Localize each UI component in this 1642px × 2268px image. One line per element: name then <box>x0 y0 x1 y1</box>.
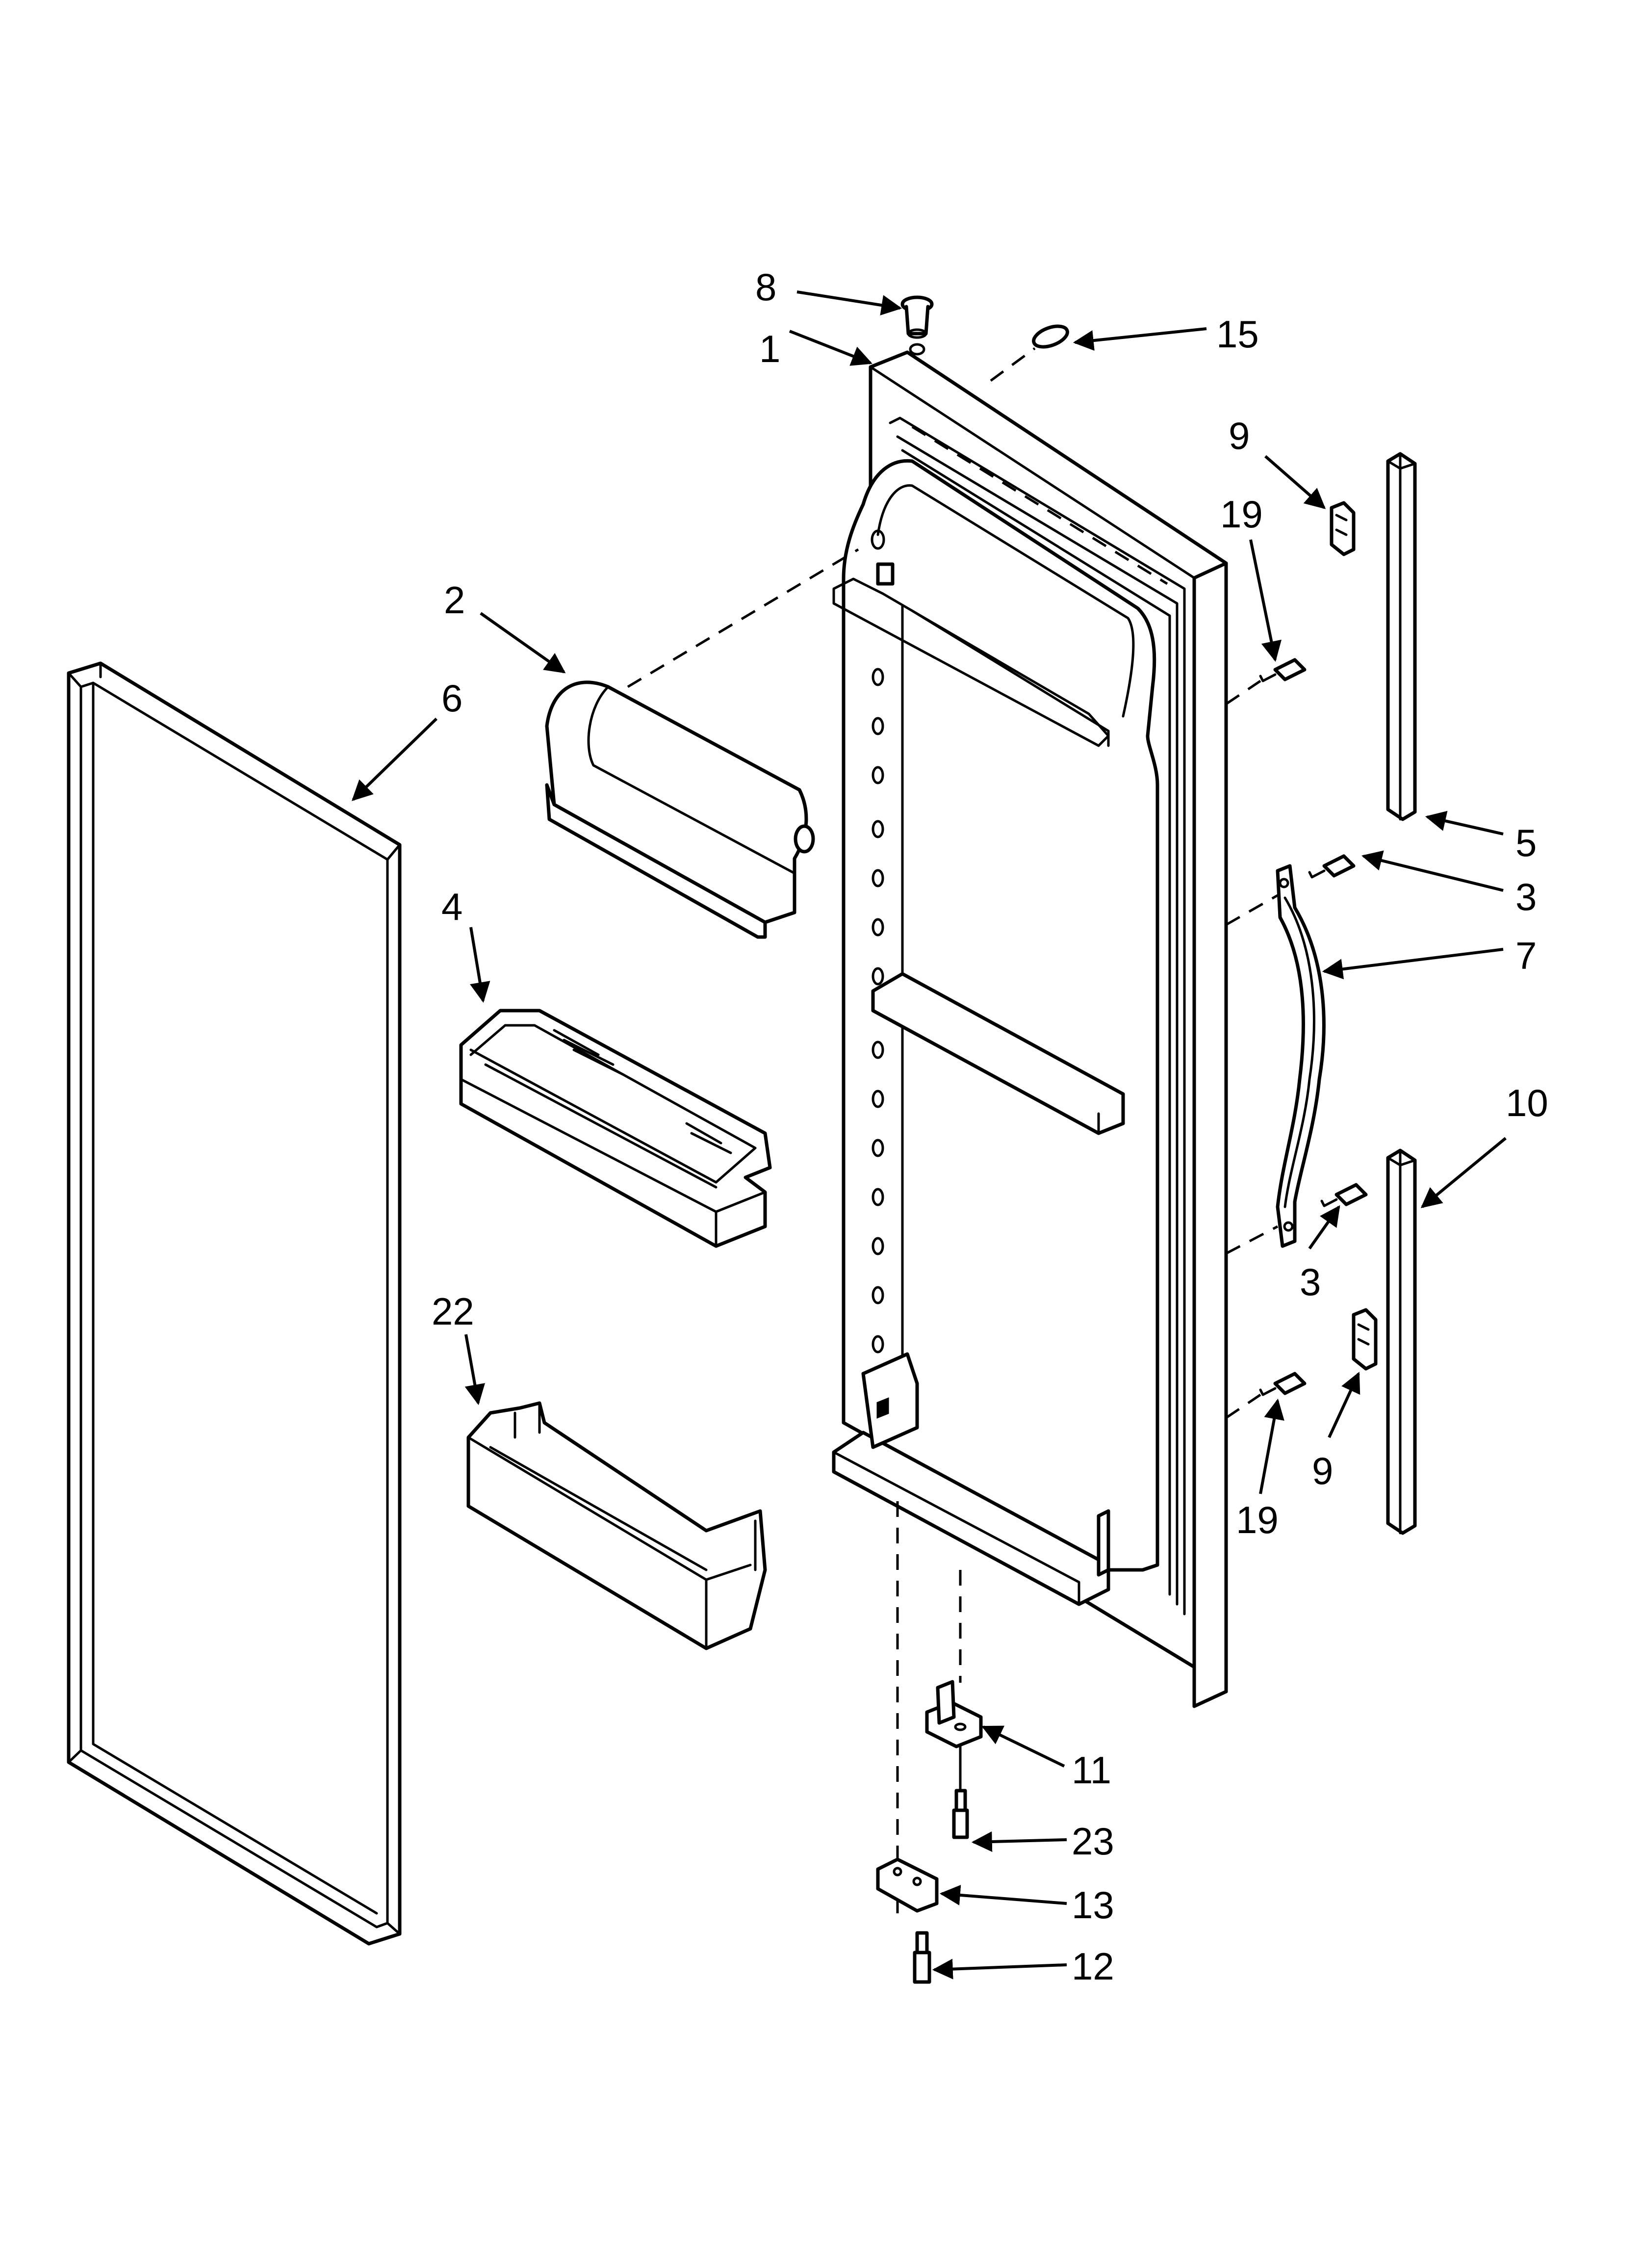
callout-13: 13 <box>1072 1883 1114 1927</box>
callout-23: 23 <box>1072 1820 1114 1863</box>
trim-screw-lower <box>1259 1372 1307 1396</box>
trim-clip-lower <box>1352 1308 1378 1371</box>
lower-hinge-part <box>925 1680 983 1748</box>
shelf-holes <box>871 529 885 1354</box>
callout-6: 6 <box>441 677 462 720</box>
handle-dash-lower <box>1225 1225 1279 1255</box>
callout-3-upper: 3 <box>1515 875 1537 918</box>
callout-7: 7 <box>1515 934 1537 977</box>
callout-labels: 8 1 15 9 19 2 6 5 3 7 4 10 3 22 9 19 11 … <box>432 265 1548 1988</box>
plug-button-part <box>1032 324 1069 349</box>
lower-door-trim <box>1386 1148 1417 1535</box>
callout-3-lower: 3 <box>1300 1260 1321 1303</box>
hinge-shim-part <box>876 1857 939 1913</box>
callout-2: 2 <box>444 578 465 622</box>
door-liner-assembly <box>832 343 1228 1708</box>
handle-screw-lower <box>1320 1183 1368 1207</box>
callout-4: 4 <box>441 885 462 928</box>
handle-screw-upper <box>1308 854 1356 879</box>
callout-5: 5 <box>1515 821 1537 864</box>
door-gasket <box>67 661 402 1946</box>
callout-15: 15 <box>1216 313 1259 356</box>
trim-screw-upper <box>1259 658 1307 682</box>
callout-19-upper: 19 <box>1220 493 1263 536</box>
callout-8: 8 <box>755 265 776 309</box>
dairy-compartment-door <box>545 680 815 939</box>
screw-dash-upper <box>1225 679 1261 705</box>
callout-9-upper: 9 <box>1229 414 1250 457</box>
callout-1: 1 <box>759 327 780 370</box>
callout-19-lower: 19 <box>1236 1498 1279 1541</box>
callout-9-lower: 9 <box>1312 1449 1333 1492</box>
screw-dash-lower <box>1225 1393 1261 1419</box>
callout-11: 11 <box>1072 1748 1111 1792</box>
door-handle <box>1276 864 1326 1248</box>
lower-door-bin <box>466 1401 767 1650</box>
handle-dash-upper <box>1225 894 1279 926</box>
dairy-door-dash-line <box>627 548 859 688</box>
callout-12: 12 <box>1072 1945 1114 1988</box>
leader-lines <box>351 290 1507 1980</box>
upper-door-trim <box>1386 452 1417 821</box>
door-bin <box>459 1009 772 1248</box>
callout-10: 10 <box>1506 1081 1548 1124</box>
hinge-screw-part <box>952 1789 969 1839</box>
plug-dash-line <box>990 347 1036 382</box>
callout-22: 22 <box>432 1290 474 1333</box>
trim-clip-upper <box>1330 501 1356 556</box>
hinge-bolt-part <box>913 1931 931 1984</box>
hinge-bushing-part <box>900 295 934 339</box>
